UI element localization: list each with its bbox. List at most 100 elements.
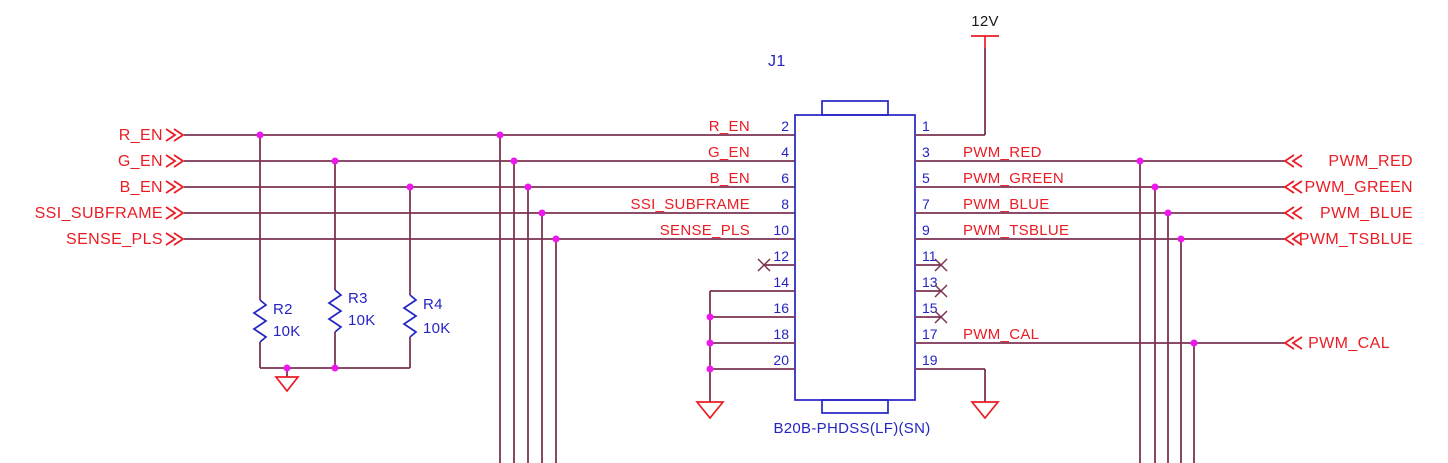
offpage-port-right-pwm-blue: PWM_BLUE xyxy=(1283,205,1413,222)
ground-icon xyxy=(274,376,300,393)
resistor-r2: R2 10K xyxy=(252,131,301,368)
junction-dot xyxy=(331,157,339,165)
offpage-port-right-pwm-green: PWM_GREEN xyxy=(1283,179,1413,196)
junction-dot xyxy=(1177,235,1185,243)
resistor-value: 10K xyxy=(423,320,451,337)
power-12v: 12V xyxy=(915,13,999,136)
chevron-right-icon xyxy=(165,232,185,246)
left-ground-bus xyxy=(695,290,795,420)
right-signal-wires xyxy=(915,160,1285,344)
junction-dot xyxy=(283,364,291,372)
right-drop-bus xyxy=(1136,157,1198,463)
chevron-right-icon xyxy=(165,154,185,168)
offpage-port-left-r-en: R_EN xyxy=(119,127,185,144)
port-label: R_EN xyxy=(119,127,163,144)
no-connect-x-icon xyxy=(934,284,948,298)
pin-number: 20 xyxy=(773,352,789,368)
resistor-refdes: R4 xyxy=(423,296,443,313)
net-label: PWM_BLUE xyxy=(963,196,1050,213)
pin-number: 1 xyxy=(922,118,930,134)
ground-icon xyxy=(695,401,725,420)
power-net-label: 12V xyxy=(971,13,999,30)
junction-dot xyxy=(552,235,560,243)
resistor-refdes: R3 xyxy=(348,290,368,307)
left-pin-numbers: 2 4 6 8 10 12 14 16 18 20 xyxy=(773,118,789,368)
resistor-value: 10K xyxy=(348,312,376,329)
pin-number: 17 xyxy=(922,326,938,342)
pin-number: 18 xyxy=(773,326,789,342)
net-label: PWM_CAL xyxy=(963,326,1039,343)
junction-dot xyxy=(510,157,518,165)
port-label: PWM_TSBLUE xyxy=(1299,231,1413,248)
junction-dot xyxy=(496,131,504,139)
ground-icon xyxy=(970,401,1000,420)
pin-number: 7 xyxy=(922,196,930,212)
junction-dot xyxy=(706,365,714,373)
left-net-labels: R_EN G_EN B_EN SSI_SUBFRAME SENSE_PLS xyxy=(631,118,750,239)
resistor-symbol xyxy=(402,294,418,338)
offpage-port-right-pwm-tsblue: PWM_TSBLUE xyxy=(1283,231,1413,248)
junction-dot xyxy=(524,183,532,191)
pin-number: 19 xyxy=(922,352,938,368)
connector-part-number: B20B-PHDSS(LF)(SN) xyxy=(773,420,930,437)
junction-dot xyxy=(1190,339,1198,347)
resistor-r3: R3 10K xyxy=(327,157,376,368)
pin-number: 12 xyxy=(773,248,789,264)
left-signal-wires xyxy=(184,134,795,240)
junction-dot xyxy=(1151,183,1159,191)
pin-number: 2 xyxy=(781,118,789,134)
chevron-right-icon xyxy=(165,206,185,220)
port-label: G_EN xyxy=(118,153,163,170)
net-label: PWM_TSBLUE xyxy=(963,222,1069,239)
pin19-ground xyxy=(915,368,1000,420)
offpage-port-left-b-en: B_EN xyxy=(120,179,185,196)
connector-refdes: J1 xyxy=(768,53,786,70)
pin-number: 15 xyxy=(922,300,938,316)
resistor-ground-net xyxy=(260,364,410,393)
right-pin-numbers: 1 3 5 7 9 11 13 15 17 19 xyxy=(922,118,938,368)
offpage-port-left-ssi-subframe: SSI_SUBFRAME xyxy=(35,205,185,222)
port-label: PWM_RED xyxy=(1328,153,1413,170)
port-label: SSI_SUBFRAME xyxy=(35,205,163,222)
port-label: PWM_CAL xyxy=(1308,335,1390,352)
net-label: G_EN xyxy=(708,144,750,161)
connector-top-tab xyxy=(821,100,889,116)
connector-bottom-tab xyxy=(821,399,889,414)
resistor-refdes: R2 xyxy=(273,301,293,318)
junction-dot xyxy=(706,339,714,347)
resistor-symbol xyxy=(327,289,343,333)
chevron-left-icon xyxy=(1283,336,1303,350)
net-label: SSI_SUBFRAME xyxy=(631,196,750,213)
offpage-port-left-g-en: G_EN xyxy=(118,153,185,170)
port-label: SENSE_PLS xyxy=(66,231,163,248)
pin-number: 8 xyxy=(781,196,789,212)
port-label: PWM_BLUE xyxy=(1320,205,1413,222)
net-label: B_EN xyxy=(710,170,750,187)
junction-dot xyxy=(331,364,339,372)
junction-dot xyxy=(706,313,714,321)
net-label: SENSE_PLS xyxy=(660,222,750,239)
chevron-left-icon xyxy=(1283,232,1303,246)
pin-number: 3 xyxy=(922,144,930,160)
junction-dot xyxy=(406,183,414,191)
chevron-left-icon xyxy=(1283,154,1303,168)
pin-number: 4 xyxy=(781,144,789,160)
right-net-labels: PWM_RED PWM_GREEN PWM_BLUE PWM_TSBLUE PW… xyxy=(963,144,1069,343)
junction-dot xyxy=(1136,157,1144,165)
no-connect-x-icon xyxy=(757,258,771,272)
junction-dot xyxy=(256,131,264,139)
offpage-port-right-pwm-red: PWM_RED xyxy=(1283,153,1413,170)
net-label: R_EN xyxy=(709,118,750,135)
resistor-value: 10K xyxy=(273,323,301,340)
chevron-right-icon xyxy=(165,128,185,142)
chevron-right-icon xyxy=(165,180,185,194)
no-connect-x-icon xyxy=(934,310,948,324)
left-drop-bus xyxy=(496,131,560,463)
pin-number: 6 xyxy=(781,170,789,186)
pin-number: 16 xyxy=(773,300,789,316)
net-label: PWM_GREEN xyxy=(963,170,1064,187)
pin-number: 10 xyxy=(773,222,789,238)
pin-number: 9 xyxy=(922,222,930,238)
